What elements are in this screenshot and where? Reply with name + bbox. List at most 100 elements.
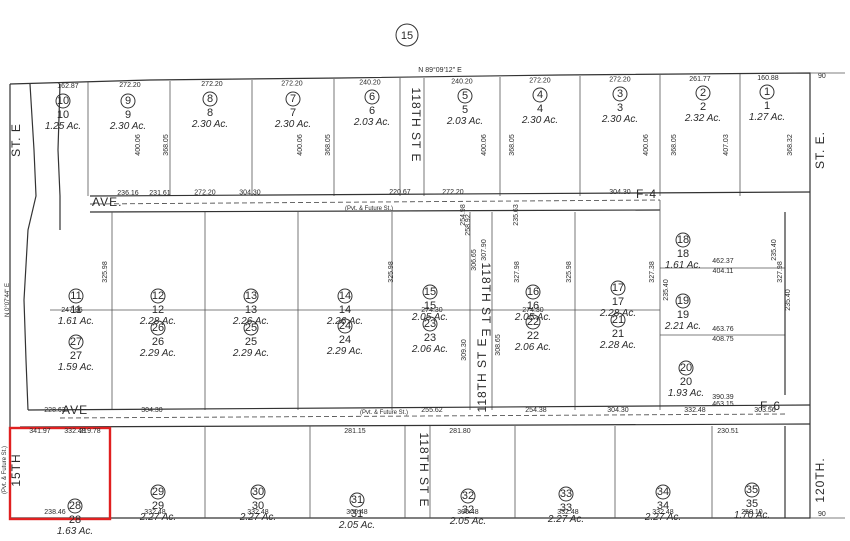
parcel-number: 12: [152, 304, 164, 316]
parcel-number: 11: [70, 304, 81, 316]
dimension-row2-bottom: 247.96: [61, 307, 83, 314]
parcel-number: 27: [70, 350, 82, 362]
parcel-acreage: 2.27 Ac.: [139, 512, 176, 523]
dimension-mid-line: 304.30: [239, 189, 261, 196]
parcel-circle: [285, 91, 301, 107]
parcel-number: 24: [339, 334, 351, 346]
dimension-bottom-row: 250.10: [741, 509, 763, 516]
dimension-column-height: 368.05: [509, 134, 516, 156]
avenue-f4-south: [89, 209, 661, 213]
parcel-number: 23: [424, 332, 436, 344]
parcel-number: 1: [764, 100, 770, 112]
dimension-misc: 258.92: [465, 214, 472, 236]
parcel-circle-number: 10: [57, 95, 69, 107]
parcel-circle: [243, 288, 259, 304]
parcel-9: 992.30 Ac.: [109, 93, 146, 132]
dimension-misc: 254.98: [460, 204, 467, 226]
parcel-circle-number: 28: [69, 500, 81, 512]
parcel-circle-number: 12: [152, 290, 164, 302]
parcel-circle: [558, 486, 574, 502]
dimension-row3-bottom: 255.62: [421, 407, 443, 414]
parcel-circle-number: 17: [612, 282, 624, 294]
dimension-top-row: 272.20: [529, 78, 551, 85]
parcel-circle: [532, 87, 548, 103]
parcel-number: 2: [700, 101, 706, 113]
st-e-west-line: [23, 83, 37, 411]
edge-number-bottom: 90: [818, 511, 826, 518]
parcel-circle: [610, 312, 626, 328]
street-label-f4: F-4: [636, 187, 657, 201]
parcel-number: 33: [560, 502, 572, 514]
parcel-acreage: 1.63 Ac.: [57, 526, 93, 537]
parcel-circle: [364, 89, 380, 105]
future-street-centerline: [89, 199, 661, 205]
parcel-circle-number: 23: [424, 318, 436, 330]
parcel-circle-number: 35: [746, 484, 758, 496]
parcel-number: 17: [612, 296, 624, 308]
dimension-column-height: 368.05: [671, 134, 678, 156]
dimension-mid-line: 272.20: [194, 190, 216, 197]
parcel-circle: [150, 484, 166, 500]
parcel-1: 111.27 Ac.: [749, 84, 785, 123]
street-label-118th-top: 118TH ST E: [409, 88, 423, 163]
dimension-right-col: 408.75: [712, 336, 734, 343]
parcel-acreage: 2.30 Ac.: [274, 119, 311, 130]
dimension-middle-height: 325.98: [102, 261, 109, 283]
section-boundary: [9, 72, 811, 519]
dimension-column-height: 400.06: [297, 134, 304, 156]
parcel-circle-number: 1: [764, 86, 770, 98]
dimension-top-row: 240.20: [359, 79, 381, 86]
parcel-acreage: 2.06 Ac.: [514, 342, 551, 353]
parcel-number: 22: [527, 330, 539, 342]
parcel-7: 772.30 Ac.: [274, 91, 311, 130]
parcel-acreage: 1.27 Ac.: [749, 112, 785, 123]
parcel-number: 5: [462, 104, 468, 116]
parcel-number: 32: [462, 504, 474, 516]
parcel-circle: [612, 86, 628, 102]
dimension-bottom-row: 332.48: [247, 509, 269, 516]
dimension-bottom-top: 332.48: [64, 428, 86, 435]
dimension-misc: 235.40: [771, 239, 778, 261]
parcel-circle: [250, 484, 266, 500]
dimension-row2-bottom: 274.30: [421, 307, 443, 314]
dimension-middle-height: 325.98: [388, 261, 395, 283]
parcel-number: 18: [677, 248, 689, 260]
dimension-right-col: 463.76: [712, 326, 734, 333]
parcel-number: 20: [680, 376, 692, 388]
parcel-circle-number: 31: [351, 494, 363, 506]
parcel-number: 25: [245, 336, 257, 348]
parcel-number: 19: [677, 309, 689, 321]
dimension-middle-height: 327.38: [649, 261, 656, 283]
dimension-row3-bottom: 304.30: [607, 407, 629, 414]
parcel-circle-number: 8: [207, 93, 213, 105]
avenue-f6-north: [27, 404, 811, 411]
dimension-bottom-row: 300.48: [346, 509, 368, 516]
dimension-top-row: 272.20: [201, 81, 223, 88]
dimension-bottom-top: 341.97: [29, 428, 51, 435]
dimension-mid-line: 231.61: [149, 190, 171, 197]
parcel-circle-number: 5: [462, 90, 468, 102]
parcel-circle-number: 30: [252, 486, 264, 498]
parcel-circle: [150, 320, 166, 336]
dimension-row3-bottom: 303.56: [754, 407, 776, 414]
parcel-acreage: 2.32 Ac.: [684, 113, 721, 124]
dimension-middle-height: 327.98: [777, 261, 784, 283]
dimension-misc: 235.40: [785, 289, 792, 311]
parcel-circle-number: 20: [680, 362, 692, 374]
parcel-number: 9: [125, 109, 131, 121]
parcel-number: 7: [290, 107, 296, 119]
dimension-row3-bottom: 304.30: [141, 407, 163, 414]
parcel-circle: [337, 288, 353, 304]
dimension-right-col: 390.39: [712, 394, 734, 401]
parcel-acreage: 2.21 Ac.: [664, 321, 701, 332]
